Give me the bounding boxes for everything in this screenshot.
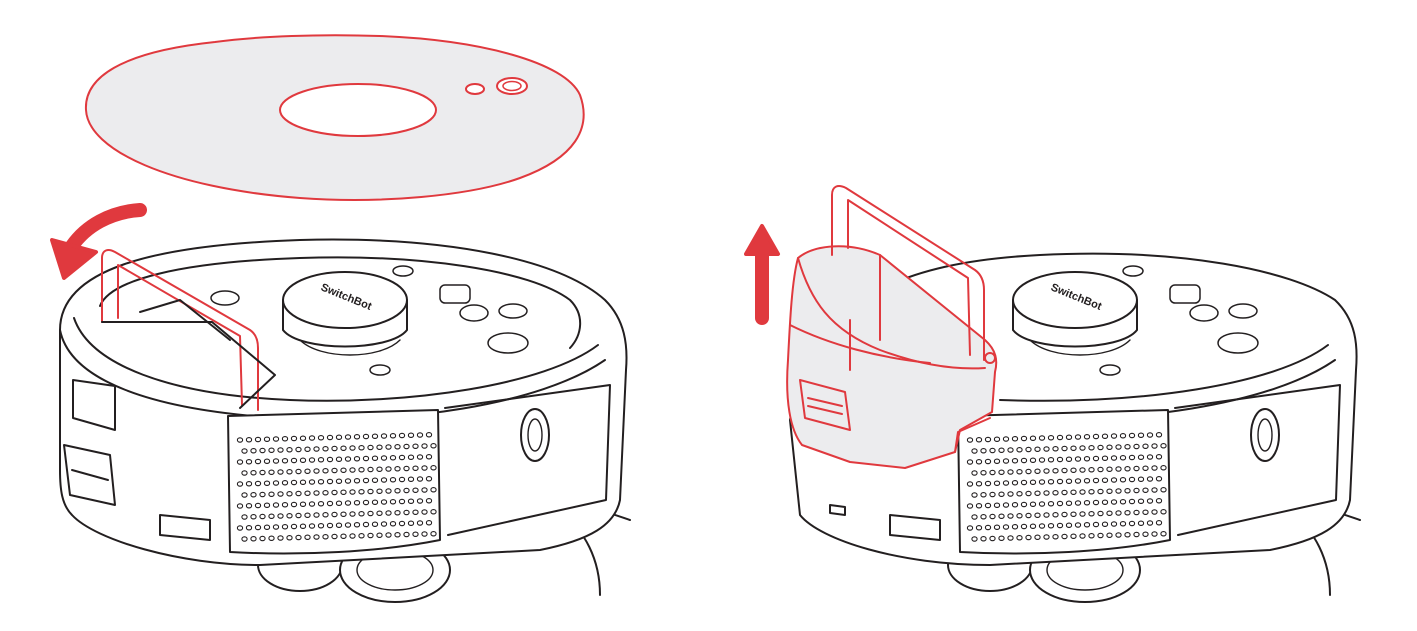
speaker-grille [966, 431, 1167, 542]
robot-vacuum-left: SwitchBot [59, 238, 631, 603]
dustbin-lifted [786, 185, 998, 469]
robot-vacuum-right: SwitchBot [786, 185, 1361, 603]
speaker-grille [236, 431, 437, 542]
left-illustration: SwitchBot [50, 34, 631, 603]
top-cover-disc [84, 34, 585, 201]
rotate-arrow-icon [50, 203, 147, 280]
right-illustration: SwitchBot [744, 185, 1361, 603]
up-arrow-icon [744, 224, 780, 325]
